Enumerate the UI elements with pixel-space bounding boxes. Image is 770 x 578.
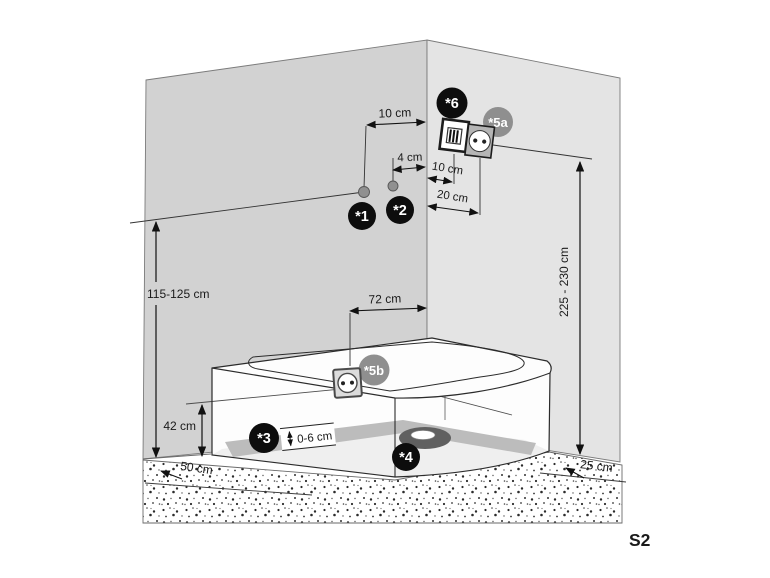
dot1-extension-line [363,125,367,189]
badge-2 [386,196,414,224]
dim-25-arrow [565,467,585,479]
badge-6-label: *6 [445,96,459,112]
badge-1-label: *1 [355,209,369,225]
badge-4 [392,443,420,471]
badge-2-label: *2 [393,203,407,219]
socket-height-reference-line [492,144,593,160]
floor-strip-left-edge [144,482,313,496]
page-code: S2 [629,530,651,550]
dim-20cm-label: 20 cm [436,189,469,206]
badge-5a-label: *5a [488,115,508,130]
drain-icon [399,427,451,449]
dim-20cm-line [427,203,479,216]
badge-6 [436,87,468,119]
dim-10cm-top-label: 10 cm [378,105,411,120]
tub-basin-opening [248,341,525,392]
badge-3 [249,423,279,453]
badge-3-label: *3 [257,431,271,447]
badge-1 [348,202,376,230]
dim-25-label: 25 cm [579,457,613,475]
dim-115-125-label: 115-125 cm [147,287,209,301]
badge-4-label: *4 [399,450,413,466]
wall-unit [438,117,496,159]
foot-adjust-callout: 0-6 cm [279,422,337,452]
callout-background [279,423,336,451]
switch-icon [438,117,471,154]
dim-0-6-arrow [287,431,293,447]
dim-225-230-label: 225 - 230 cm [557,247,571,317]
dim-72-line [349,304,427,315]
dim-10cm-right-line [427,175,453,185]
badge-5b [358,354,390,386]
socket-5b-icon [332,367,363,399]
dim-4cm-label: 4 cm [397,152,422,165]
floor-screed [142,451,623,524]
dim-0-6-label: 0-6 cm [297,430,333,446]
dim-50-arrow [160,470,183,480]
dim-50-label: 50 cm [179,459,213,477]
dim-42-label: 42 cm [163,419,196,433]
dot-height-reference-line [129,191,365,224]
power-socket-icon [464,123,496,159]
mounting-point-1-dot [358,186,370,198]
dim-72-label: 72 cm [368,291,401,306]
dim-10cm-top-line [366,118,426,129]
badge-5b-label: *5b [364,363,384,378]
dim-4cm-line [392,163,426,174]
mounting-point-2-dot [387,180,399,192]
dim-10cm-right-label: 10 cm [431,161,464,178]
